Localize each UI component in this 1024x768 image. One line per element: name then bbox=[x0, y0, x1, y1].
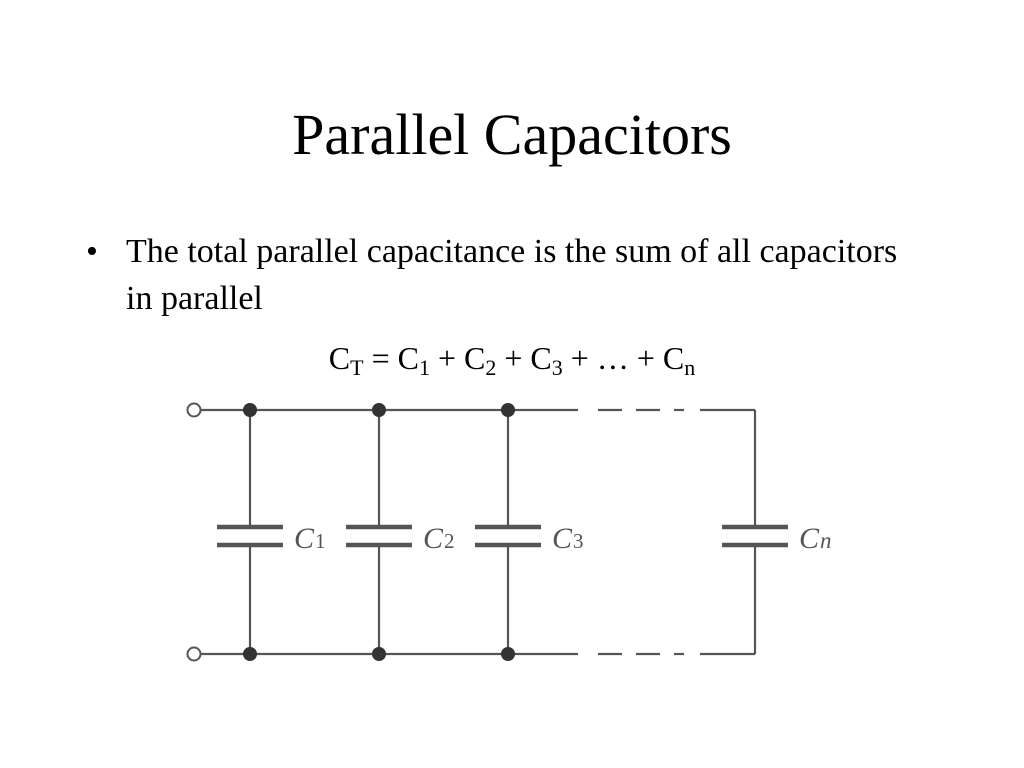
slide-title: Parallel Capacitors bbox=[292, 102, 732, 167]
terminal-bottom bbox=[186, 646, 202, 662]
formula-plus-1: + bbox=[429, 340, 465, 376]
capacitor-c2-label: C2 bbox=[423, 522, 455, 555]
capacitance-formula: CT = C1 + C2 + C3 + … + Cn bbox=[0, 336, 1024, 380]
junction-bottom-c2 bbox=[372, 647, 386, 661]
junction-top-c1 bbox=[243, 403, 257, 417]
bullet-item: • The total parallel capacitance is the … bbox=[86, 228, 906, 322]
junction-top-c3 bbox=[501, 403, 515, 417]
bullet-marker: • bbox=[86, 233, 98, 270]
formula-equals: = bbox=[363, 340, 398, 376]
formula-c3: C3 bbox=[530, 340, 563, 380]
formula-c1: C1 bbox=[397, 340, 430, 380]
formula-plus-2: + bbox=[496, 340, 531, 376]
formula-plus-ellipsis: + … + bbox=[562, 340, 663, 376]
bullet-text: The total parallel capacitance is the su… bbox=[126, 233, 898, 317]
junction-bottom-c3 bbox=[501, 647, 515, 661]
capacitor-c3-label: C3 bbox=[552, 522, 584, 555]
formula-cn: Cn bbox=[662, 340, 696, 380]
formula-c2: C2 bbox=[464, 340, 497, 380]
junction-bottom-c1 bbox=[243, 647, 257, 661]
terminal-top bbox=[186, 402, 202, 418]
capacitor-cn-label: Cn bbox=[799, 522, 832, 555]
formula-ct: CT bbox=[328, 340, 364, 380]
junction-top-c2 bbox=[372, 403, 386, 417]
capacitor-c1-label: C1 bbox=[294, 522, 326, 555]
